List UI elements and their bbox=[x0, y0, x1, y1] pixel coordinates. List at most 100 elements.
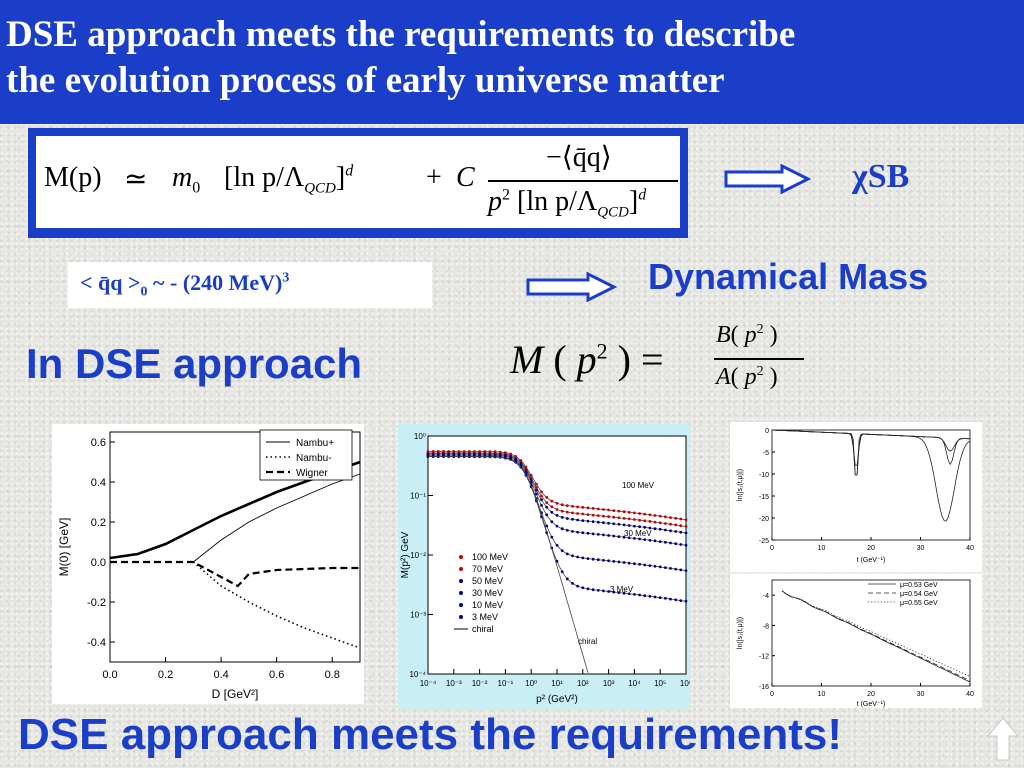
up-arrow-icon[interactable] bbox=[986, 716, 1020, 762]
series-marker bbox=[581, 512, 585, 516]
series-marker bbox=[602, 533, 605, 537]
series-marker bbox=[684, 531, 688, 535]
series-marker bbox=[669, 567, 672, 570]
series-marker bbox=[540, 504, 543, 507]
series-marker bbox=[571, 511, 574, 515]
series-marker bbox=[591, 513, 595, 517]
series-marker bbox=[591, 532, 595, 536]
series-marker bbox=[664, 515, 667, 519]
y-tick-label: 0.0 bbox=[91, 557, 106, 569]
series-marker bbox=[674, 523, 678, 527]
x-tick-label: 40 bbox=[966, 691, 974, 698]
x-tick-label: 0 bbox=[770, 691, 774, 698]
series-marker bbox=[627, 517, 631, 521]
running-mass-formula-box: M(p) ≃ m0 [ln p/ΛQCD]d + C −⟨q̄q⟩ p2 [ln… bbox=[28, 128, 688, 238]
series-marker bbox=[560, 570, 564, 574]
series-marker bbox=[607, 559, 610, 563]
series-marker bbox=[540, 494, 543, 498]
legend-label: 50 MeV bbox=[472, 576, 503, 586]
series-marker bbox=[565, 517, 569, 520]
series-marker bbox=[633, 593, 636, 596]
series-marker bbox=[684, 543, 688, 547]
x-tick-label: 0 bbox=[770, 545, 774, 552]
mass-formula-numerator: B( p2 ) bbox=[716, 322, 778, 348]
y-tick-label: 10⁰ bbox=[414, 432, 426, 441]
annotation-label: 30 MeV bbox=[624, 529, 652, 538]
x-axis-label: t (GeV⁻¹) bbox=[857, 557, 886, 564]
series-marker bbox=[679, 517, 683, 521]
series-line bbox=[781, 590, 971, 683]
series-marker bbox=[602, 558, 605, 562]
series-marker bbox=[545, 513, 549, 517]
series-marker bbox=[596, 507, 600, 511]
series-marker bbox=[571, 582, 574, 585]
x-tick-label: 10⁻⁴ bbox=[420, 679, 437, 688]
x-tick-label: 40 bbox=[966, 545, 974, 552]
series-marker bbox=[586, 557, 590, 560]
series-marker bbox=[586, 531, 590, 535]
series-marker bbox=[627, 561, 631, 565]
mass-function-log-chart-svg: 10⁻⁴10⁻³10⁻²10⁻¹10⁰10¹10²10³10⁴10⁵10⁶10⁰… bbox=[400, 432, 692, 705]
series-marker bbox=[550, 535, 554, 539]
series-marker bbox=[602, 589, 605, 593]
legend-swatch bbox=[459, 603, 463, 607]
series-marker bbox=[622, 523, 626, 527]
series-marker bbox=[581, 556, 585, 560]
legend-swatch bbox=[459, 579, 463, 583]
y-tick-label: -5 bbox=[763, 450, 769, 457]
series-marker bbox=[653, 514, 657, 517]
mass-function-log-chart: 10⁻⁴10⁻³10⁻²10⁻¹10⁰10¹10²10³10⁴10⁵10⁶10⁰… bbox=[398, 424, 692, 710]
series-marker bbox=[658, 565, 662, 569]
legend-swatch bbox=[459, 615, 463, 619]
y-axis-label: M(0) [GeV] bbox=[57, 518, 71, 577]
series-marker bbox=[581, 519, 585, 522]
series-marker bbox=[648, 594, 652, 598]
series-marker bbox=[596, 514, 600, 517]
formula-denominator: p2 [ln p/ΛQCD]d bbox=[488, 186, 647, 221]
series-marker bbox=[617, 509, 621, 513]
series-line bbox=[193, 473, 361, 563]
series-marker bbox=[560, 503, 564, 507]
series-marker bbox=[560, 527, 564, 531]
series-marker bbox=[643, 519, 647, 523]
formula-fraction-bar bbox=[488, 180, 678, 182]
x-axis-label: D [GeV²] bbox=[212, 687, 259, 701]
series-marker bbox=[648, 526, 652, 530]
x-tick-label: 10⁴ bbox=[628, 679, 641, 688]
series-marker bbox=[591, 520, 595, 523]
series-marker bbox=[550, 510, 554, 514]
series-marker bbox=[612, 560, 616, 563]
series-marker bbox=[674, 598, 678, 602]
chart-frame bbox=[771, 429, 971, 541]
series-marker bbox=[576, 555, 579, 559]
series-marker bbox=[658, 540, 662, 543]
series-marker bbox=[540, 490, 543, 494]
series-marker bbox=[581, 531, 585, 535]
chiral-symmetry-breaking-label: χSB bbox=[852, 158, 910, 195]
series-marker bbox=[674, 567, 678, 571]
series-marker bbox=[612, 509, 616, 512]
series-marker bbox=[571, 504, 574, 508]
mass-formula-denominator: A( p2 ) bbox=[716, 364, 778, 390]
series-marker bbox=[555, 524, 559, 528]
y-tick-label: 10⁻¹ bbox=[410, 492, 426, 501]
series-marker bbox=[669, 516, 672, 519]
series-marker bbox=[545, 524, 549, 528]
series-marker bbox=[633, 537, 636, 540]
x-tick-label: 10⁻¹ bbox=[498, 679, 514, 688]
legend-label: chiral bbox=[472, 624, 494, 634]
x-tick-label: 10⁻² bbox=[472, 679, 488, 688]
series-marker bbox=[658, 527, 662, 531]
x-tick-label: 10¹ bbox=[551, 679, 563, 688]
series-marker bbox=[648, 538, 652, 542]
series-marker bbox=[596, 520, 600, 524]
series-marker bbox=[550, 505, 554, 509]
legend-label: 70 MeV bbox=[472, 564, 503, 574]
y-tick-label: 0.2 bbox=[91, 517, 106, 529]
series-marker bbox=[684, 569, 688, 572]
series-marker bbox=[638, 537, 641, 541]
y-tick-label: 0.6 bbox=[91, 437, 106, 449]
dynamical-mass-label: Dynamical Mass bbox=[648, 256, 929, 297]
